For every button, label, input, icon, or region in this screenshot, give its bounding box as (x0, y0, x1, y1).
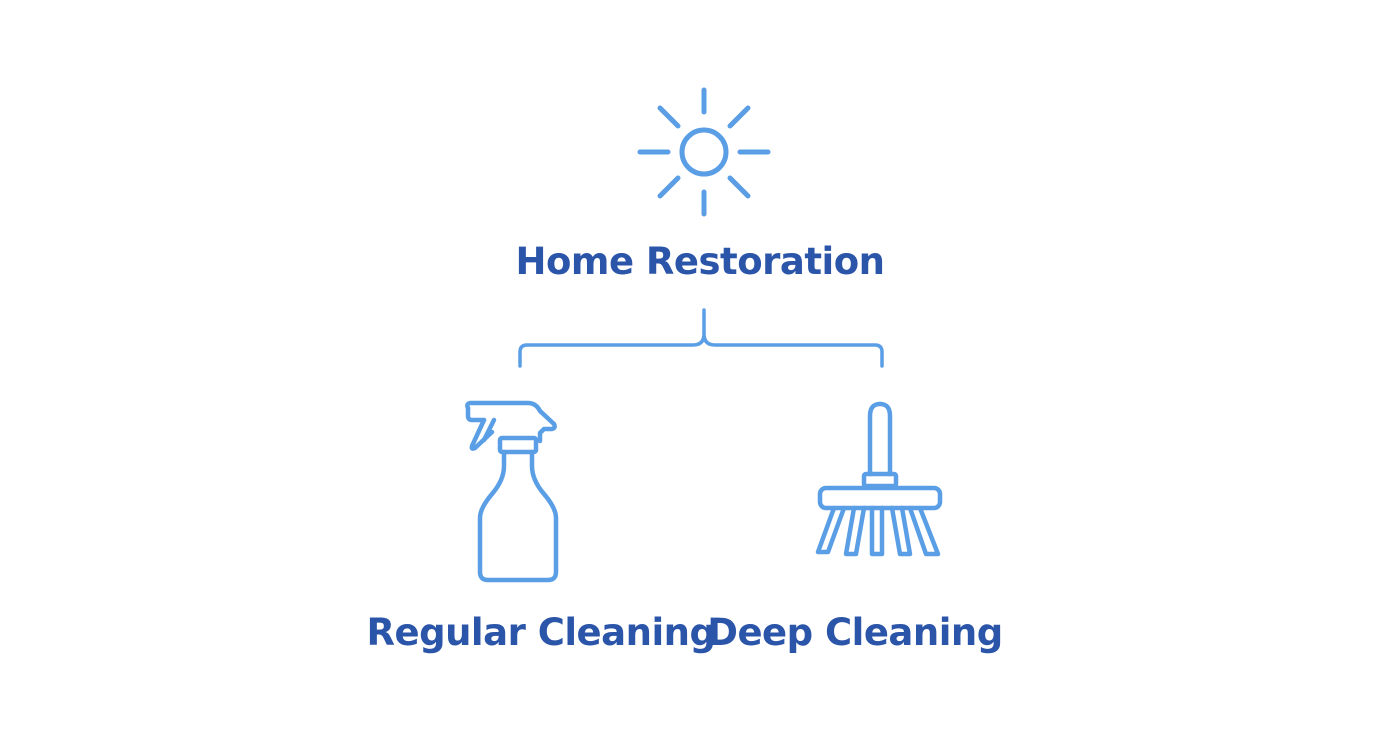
root-node-title: Home Restoration (515, 240, 885, 283)
spray-bottle-icon (456, 396, 566, 588)
hierarchy-connector (500, 300, 900, 380)
scrub-brush-icon (808, 396, 952, 564)
child-node-label-regular-cleaning: Regular Cleaning (366, 611, 716, 654)
sun-icon (632, 82, 776, 222)
child-node-label-deep-cleaning: Deep Cleaning (707, 611, 1003, 654)
